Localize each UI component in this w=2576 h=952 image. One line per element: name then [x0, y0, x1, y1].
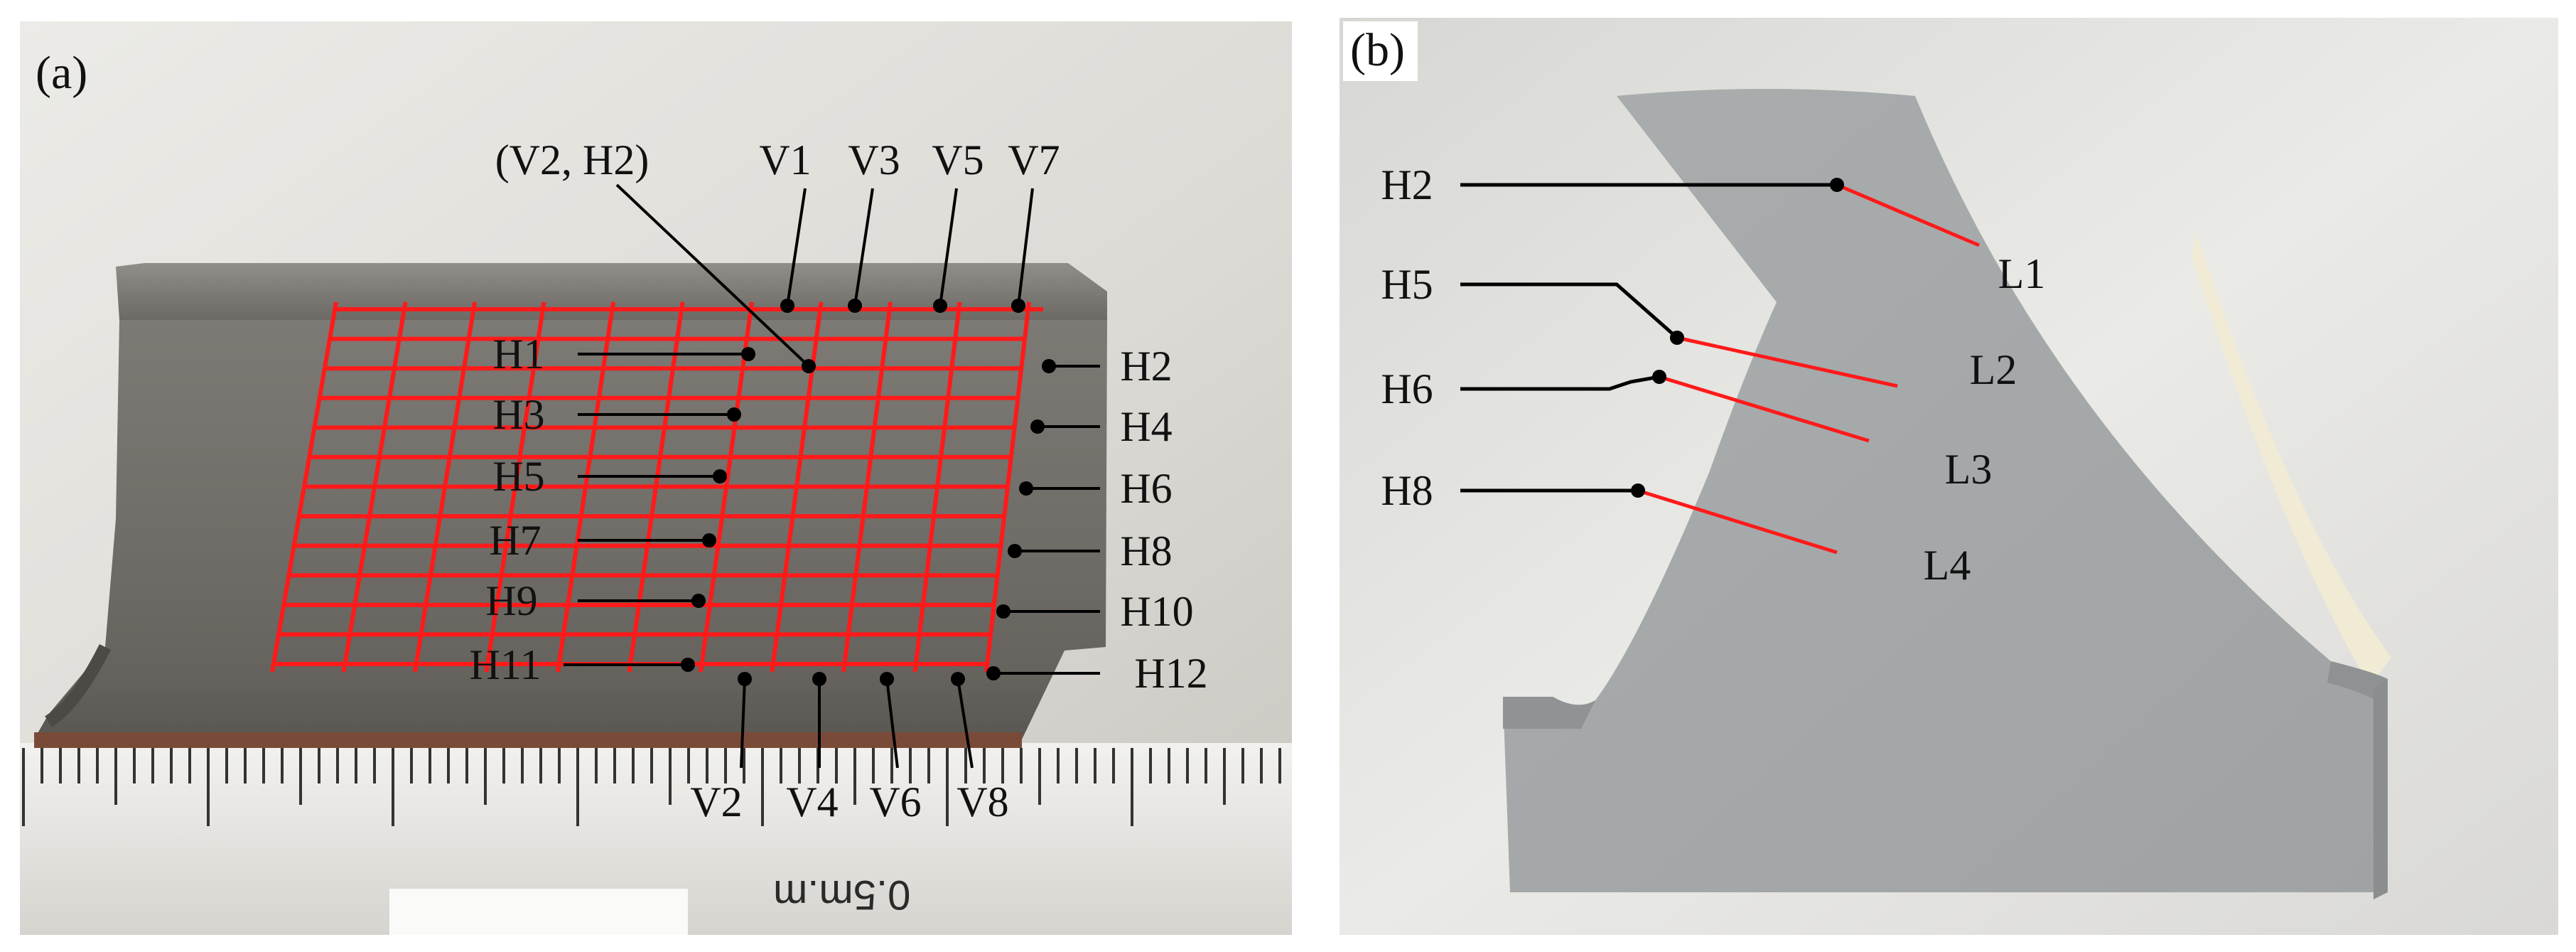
leader-dot	[933, 299, 947, 313]
label-v8: V8	[956, 779, 1009, 825]
h-leader-line	[1460, 375, 1660, 391]
leader-dot	[1030, 419, 1045, 434]
grid-col-line	[699, 301, 754, 673]
grid-col-line	[627, 301, 685, 673]
leader-line	[939, 188, 958, 306]
label-v2-h2: (V2, H2)	[495, 137, 650, 183]
panel-a: (a) 0.5m.m (V2, H2) V1 V3 V5 V7 V2 V4 V6…	[20, 21, 1292, 935]
leader-dot	[951, 672, 965, 686]
leader-dot	[691, 594, 706, 608]
leader-dot	[1008, 544, 1022, 558]
label-h12: H12	[1134, 650, 1208, 697]
grid-col-line	[556, 301, 615, 673]
ruler-label-band	[389, 889, 688, 935]
leader-dot	[702, 533, 716, 547]
label-h6: H6	[1120, 465, 1173, 512]
leader-dot	[996, 604, 1011, 619]
leader-dot	[1830, 178, 1844, 192]
leader-dot	[681, 658, 695, 672]
leader-dots-b	[1631, 178, 1844, 498]
grid-col-line	[912, 301, 962, 673]
grid-col-line	[341, 301, 408, 673]
label-v7: V7	[1008, 137, 1060, 183]
leader-dot	[713, 469, 727, 483]
grid-col-line	[984, 301, 1031, 673]
leader-dot	[1631, 483, 1645, 498]
label-h7: H7	[489, 517, 541, 564]
grid-col-line	[270, 301, 338, 673]
leader-lines-a	[564, 183, 1100, 769]
specimen-photo-b	[1340, 18, 2558, 935]
specimen-cross-section	[1503, 89, 2388, 892]
block-front-face	[34, 320, 1107, 739]
label-h1: H1	[492, 331, 545, 378]
leader-line	[853, 188, 874, 306]
leader-dots-a	[681, 299, 1056, 686]
leader-dot	[741, 347, 755, 361]
label-l1: L1	[1998, 250, 2046, 297]
label-h11: H11	[469, 641, 541, 688]
leader-dot	[1042, 359, 1056, 373]
label-b-h8: H8	[1381, 467, 1433, 514]
leader-dot	[848, 299, 862, 313]
leader-line	[885, 678, 899, 769]
panel-letter-a: (a)	[36, 47, 88, 99]
label-b-h2: H2	[1381, 161, 1433, 208]
label-h10: H10	[1120, 588, 1194, 635]
panel-b: (b) H2 H5 H6 H8 L1 L2 L3 L4	[1340, 18, 2558, 935]
label-h9: H9	[485, 577, 538, 624]
label-l2: L2	[1969, 346, 2017, 393]
label-v5: V5	[932, 137, 984, 183]
leader-dot	[802, 359, 816, 373]
l-measure-line	[1676, 336, 1898, 388]
block-rim	[34, 732, 1022, 748]
leader-lines-b	[1460, 183, 1980, 555]
leader-line	[615, 183, 810, 368]
leader-dot	[780, 299, 794, 313]
label-v4: V4	[786, 779, 839, 825]
label-h8: H8	[1120, 528, 1173, 574]
ruler-marking: 0.5m.m	[773, 872, 911, 918]
label-l3: L3	[1944, 446, 1993, 493]
leader-dot	[1011, 299, 1025, 313]
leader-dot	[986, 666, 1001, 680]
grid-col-line	[841, 301, 893, 673]
specimen-photo-a	[20, 21, 1292, 935]
h-leader-line	[1460, 282, 1678, 339]
label-b-h5: H5	[1381, 261, 1433, 308]
leader-line	[786, 188, 807, 306]
leader-dot	[1652, 370, 1666, 384]
grid-col-line	[413, 301, 477, 673]
label-v6: V6	[869, 779, 922, 825]
leader-dot	[1670, 331, 1684, 345]
leader-dot	[738, 672, 752, 686]
label-h3: H3	[492, 391, 545, 438]
label-h4: H4	[1120, 403, 1173, 450]
label-b-h6: H6	[1381, 365, 1433, 412]
ruler-ticks	[22, 748, 1281, 935]
l-measure-line	[1659, 375, 1870, 443]
label-h2: H2	[1120, 343, 1173, 390]
leader-dot	[1019, 481, 1033, 496]
l-measure-line	[1836, 183, 1980, 247]
label-v2: V2	[690, 779, 743, 825]
grid-col-line	[484, 301, 546, 673]
label-v3: V3	[848, 137, 900, 183]
panel-letter-b: (b)	[1343, 21, 1418, 81]
label-v1: V1	[759, 137, 812, 183]
leader-line	[956, 678, 974, 769]
leader-dot	[727, 407, 741, 422]
label-l4: L4	[1923, 542, 1971, 589]
l-measure-line	[1637, 488, 1838, 555]
leader-dot	[812, 672, 826, 686]
leader-dot	[880, 672, 894, 686]
leader-line	[740, 678, 746, 769]
label-h5: H5	[492, 453, 545, 500]
leader-line	[1017, 188, 1034, 306]
